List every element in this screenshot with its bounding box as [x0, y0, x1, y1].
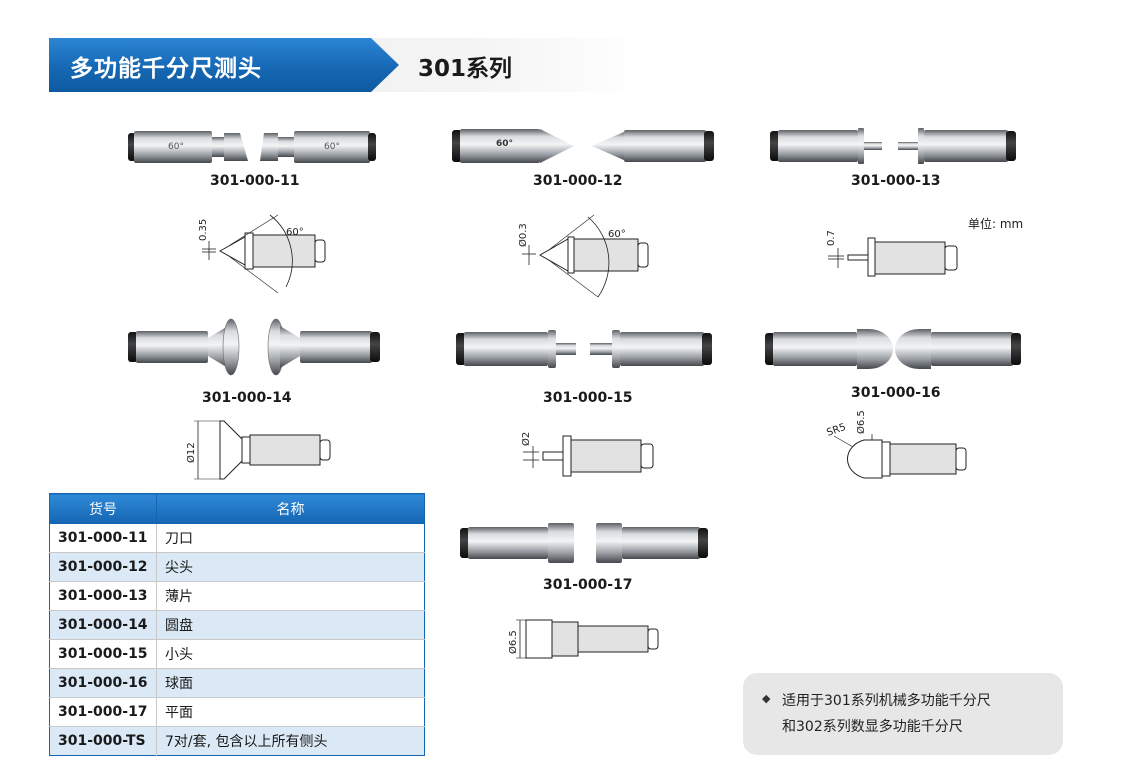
angle-label-11: 60° [286, 227, 304, 238]
engraving-11-left: 60° [168, 142, 184, 152]
probe-photo-301-000-11: 60° 60° [128, 131, 376, 163]
row-code: 301-000-11 [49, 523, 157, 553]
row-code: 301-000-17 [49, 697, 157, 727]
product-code-301-000-13: 301-000-13 [851, 173, 941, 189]
dim-label-17: Ø6.5 [507, 630, 519, 654]
drawing-301-000-15: Ø2 [520, 432, 654, 477]
drawing-301-000-11: 0.35 60° [198, 214, 326, 294]
table-row: 301-000-11 刀口 [49, 523, 425, 553]
row-name: 薄片 [156, 581, 425, 611]
table-header-row: 货号 名称 [49, 493, 425, 524]
row-code: 301-000-14 [49, 610, 157, 640]
product-code-301-000-15: 301-000-15 [543, 390, 633, 406]
dim-label-13: 0.7 [826, 230, 837, 246]
probe-photo-301-000-17 [460, 523, 708, 563]
page-title: 多功能千分尺测头 [70, 56, 262, 82]
diamond-bullet-icon: ◆ [762, 692, 771, 705]
row-code: 301-000-16 [49, 668, 157, 698]
row-code: 301-000-TS [49, 726, 157, 756]
table-row: 301-000-12 尖头 [49, 552, 425, 582]
product-code-301-000-12: 301-000-12 [533, 173, 623, 189]
angle-label-12: 60° [608, 229, 626, 240]
drawing-301-000-12: Ø0.3 60° [517, 214, 649, 298]
row-name: 尖头 [156, 552, 425, 582]
row-name: 小头 [156, 639, 425, 669]
engraving-11-right: 60° [324, 142, 340, 152]
unit-note: 单位: mm [968, 217, 1024, 231]
radius-label-16: SR5 [825, 422, 847, 439]
series-title: 301系列 [418, 56, 513, 82]
table-row: 301-000-14 圆盘 [49, 610, 425, 640]
row-code: 301-000-15 [49, 639, 157, 669]
drawing-301-000-14: Ø12 [185, 420, 331, 480]
compatibility-note [743, 673, 1063, 755]
row-name: 圆盘 [156, 610, 425, 640]
probe-photo-301-000-15 [456, 330, 712, 368]
product-code-301-000-14: 301-000-14 [202, 390, 292, 406]
header-code: 货号 [49, 493, 157, 524]
note-line-1: 适用于301系列机械多功能千分尺 [782, 693, 991, 709]
drawing-301-000-17: Ø6.5 [507, 619, 659, 659]
drawing-301-000-13: 0.7 [826, 230, 958, 277]
table-row: 301-000-17 平面 [49, 697, 425, 727]
header-name: 名称 [156, 493, 425, 524]
row-name: 平面 [156, 697, 425, 727]
note-line-2: 和302系列数显多功能千分尺 [782, 719, 963, 735]
row-code: 301-000-12 [49, 552, 157, 582]
table-row: 301-000-13 薄片 [49, 581, 425, 611]
drawing-301-000-16: Ø6.5 SR5 [825, 410, 967, 479]
product-code-301-000-11: 301-000-11 [210, 173, 300, 189]
dim-label-16: Ø6.5 [855, 410, 867, 434]
probe-photo-301-000-14 [128, 318, 380, 376]
probe-photo-301-000-12: 60° [452, 129, 714, 163]
table-row: 301-000-16 球面 [49, 668, 425, 698]
product-code-301-000-17: 301-000-17 [543, 577, 633, 593]
row-code: 301-000-13 [49, 581, 157, 611]
dim-label-15: Ø2 [520, 432, 532, 446]
spec-table: 货号 名称 301-000-11 刀口 301-000-12 尖头 301-00… [49, 493, 425, 756]
dim-label-11: 0.35 [198, 219, 209, 241]
row-name: 球面 [156, 668, 425, 698]
row-name: 7对/套, 包含以上所有侧头 [156, 726, 425, 756]
dim-label-14: Ø12 [185, 442, 197, 463]
table-row: 301-000-15 小头 [49, 639, 425, 669]
probe-photo-301-000-13 [770, 128, 1016, 164]
probe-photo-301-000-16 [765, 329, 1021, 369]
product-code-301-000-16: 301-000-16 [851, 385, 941, 401]
table-row: 301-000-TS 7对/套, 包含以上所有侧头 [49, 726, 425, 756]
engraving-12: 60° [496, 139, 513, 149]
row-name: 刀口 [156, 523, 425, 553]
dim-label-12: Ø0.3 [517, 223, 529, 247]
header-title-background [49, 38, 399, 92]
